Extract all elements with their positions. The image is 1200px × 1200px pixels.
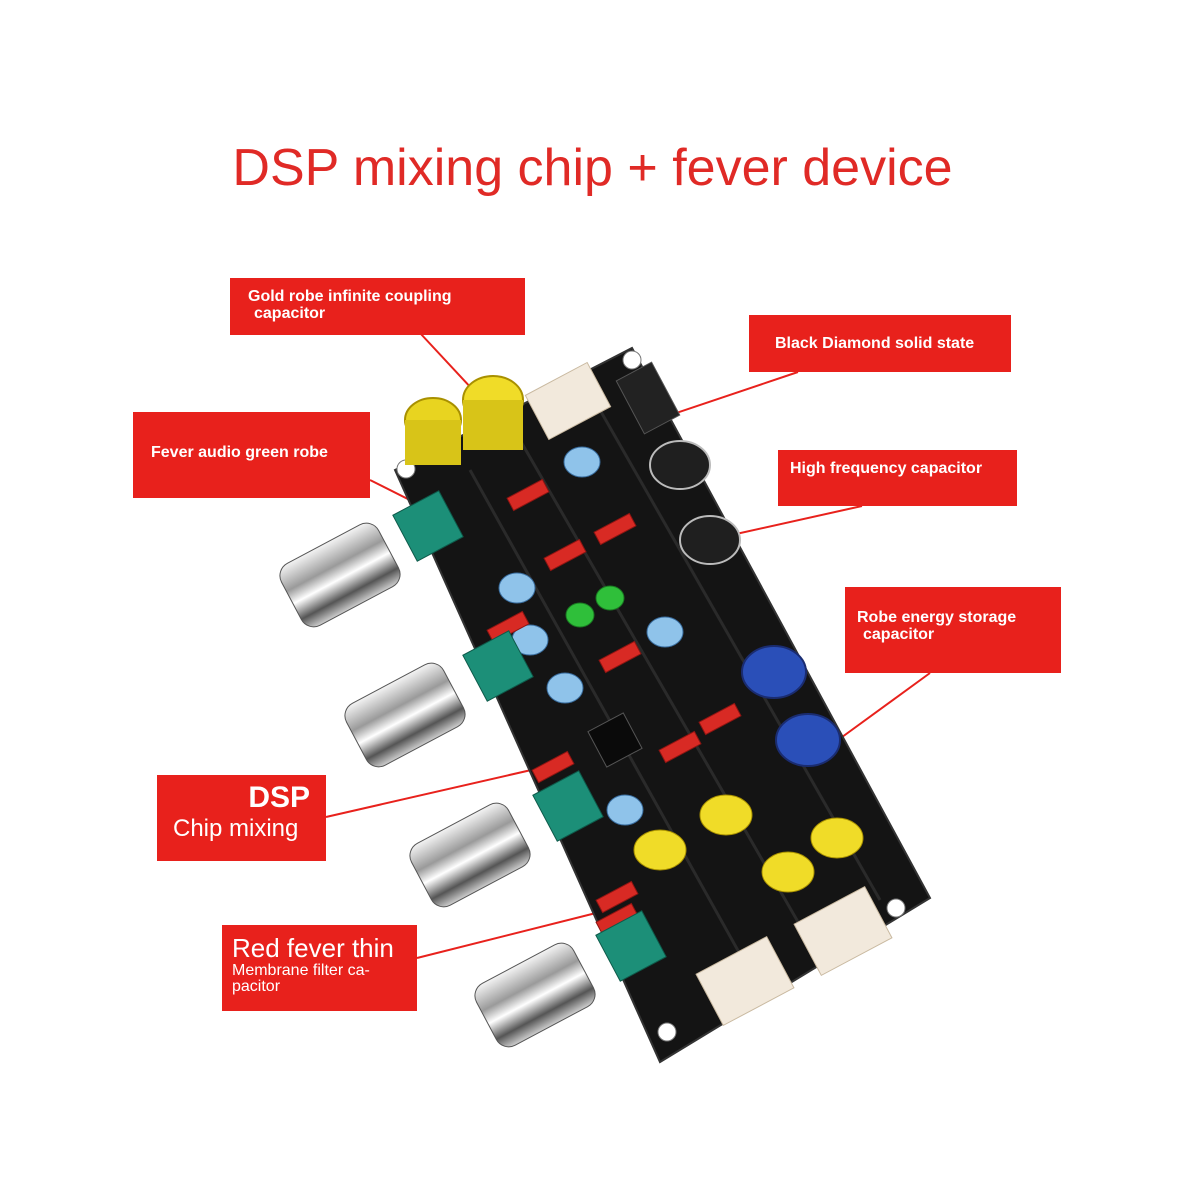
blue-capacitors — [498, 446, 841, 826]
label-gold-robe-line1: Gold robe infinite coupling — [248, 288, 452, 305]
label-fever-green-line1: Fever audio green robe — [151, 444, 328, 461]
label-dsp-line1: DSP — [248, 781, 310, 814]
potentiometers — [392, 490, 667, 982]
gold-capacitors — [404, 375, 864, 893]
label-dsp-line2: Chip mixing — [173, 815, 299, 842]
label-red-fever-line3: pacitor — [232, 978, 281, 995]
label-gold-robe-line2: capacitor — [254, 305, 326, 322]
label-red-fever-line2: Membrane filter ca- — [232, 962, 370, 979]
label-fever-green: Fever audio green robe — [133, 412, 370, 498]
label-red-fever: Red fever thin Membrane filter ca- pacit… — [222, 925, 417, 1011]
label-black-diamond: Black Diamond solid state — [749, 315, 1011, 372]
label-robe-energy-line1: Robe energy storage — [857, 609, 1017, 626]
label-red-fever-line1: Red fever thin — [232, 933, 394, 963]
chrome-knobs — [279, 522, 596, 1048]
label-high-frequency-line1: High frequency capacitor — [790, 460, 983, 477]
black-capacitors — [649, 440, 741, 565]
page-title: DSP mixing chip + fever device — [232, 139, 953, 197]
label-dsp: DSP Chip mixing — [157, 775, 326, 861]
label-black-diamond-line1: Black Diamond solid state — [775, 335, 975, 352]
label-gold-robe: Gold robe infinite coupling capacitor — [230, 278, 525, 335]
label-high-frequency: High frequency capacitor — [778, 450, 1017, 506]
label-robe-energy: Robe energy storage capacitor — [845, 587, 1061, 673]
label-robe-energy-line2: capacitor — [863, 626, 935, 643]
dsp-chip — [587, 712, 643, 768]
